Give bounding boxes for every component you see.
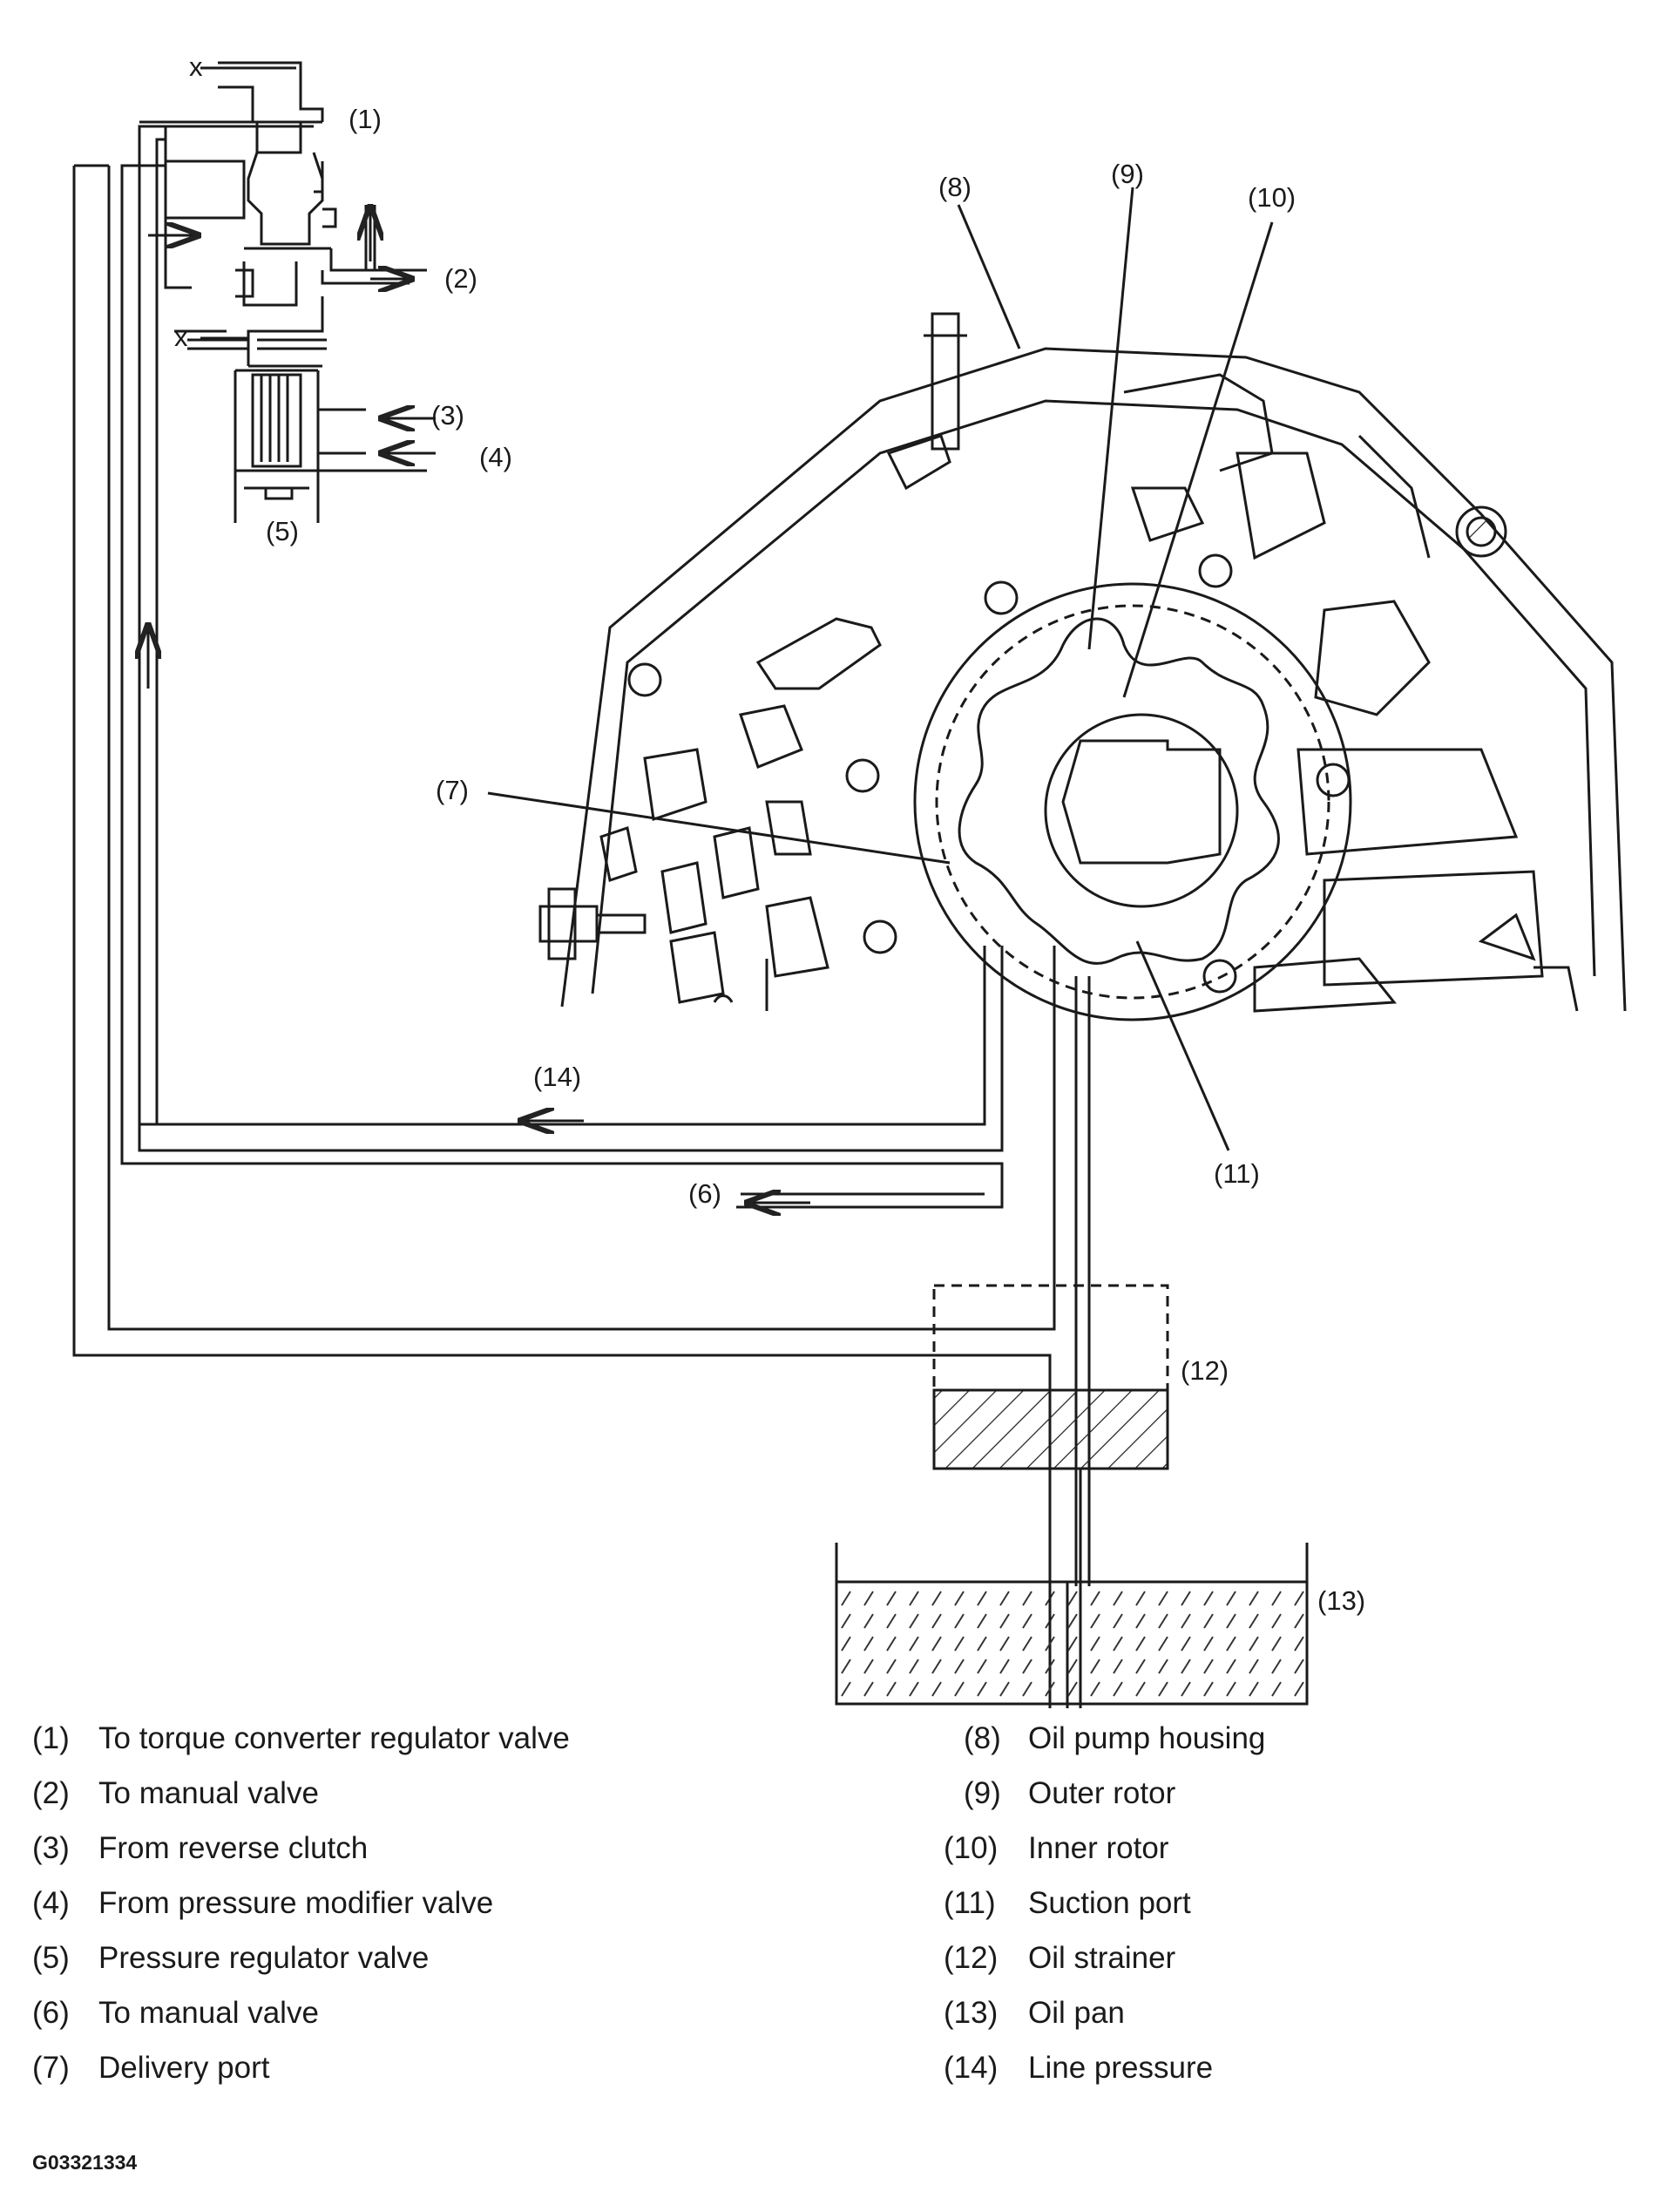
legend-num: (5) [32,1941,70,1975]
legend-text: From reverse clutch [98,1831,369,1865]
callout-2: (2) [444,263,477,294]
figure-code: G03321334 [32,2151,138,2174]
callout-9: (9) [1111,159,1144,189]
oil-pump-housing [538,312,1627,1013]
legend-num: (4) [32,1886,70,1920]
legend-text: Oil pump housing [1028,1721,1266,1755]
oil-pump-hydraulic-diagram: x x (1) (2) (3) (4) (5) (6) (7) (8) (9) … [72,51,1627,1708]
oil-strainer [932,1388,1169,1470]
callout-8: (8) [938,172,972,202]
legend-text: Line pressure [1028,2051,1214,2085]
legend-left: (1) To torque converter regulator valve … [32,1723,694,2098]
legend-text: From pressure modifier valve [98,1886,494,1920]
legend-text: Suction port [1028,1886,1191,1920]
legend-text: Oil pan [1028,1996,1125,2030]
legend-text: Oil strainer [1028,1941,1176,1975]
x-mark-top: x [189,51,203,82]
legend-text: Inner rotor [1028,1831,1169,1865]
legend-num: (7) [32,2051,70,2085]
pump-body-bore [913,582,1352,1021]
legend-num: (6) [32,1996,70,2030]
line-pressure-circuit [72,125,1091,1708]
callout-14: (14) [533,1062,581,1092]
legend-num: (10) [944,1831,999,1865]
legend-num: (3) [32,1831,70,1865]
legend-text: Pressure regulator valve [98,1941,430,1975]
callout-10: (10) [1248,182,1296,213]
pressure-regulator-valve [139,61,427,523]
legend-num: (2) [32,1776,70,1810]
callout-1: (1) [349,104,382,134]
callout-6: (6) [688,1178,721,1209]
legend-num: (14) [944,2051,999,2085]
legend-text: Delivery port [98,2051,270,2085]
callout-7: (7) [436,775,469,805]
rotor-shaft-bore [1061,739,1222,865]
inner-rotor [958,617,1280,965]
legend-num: (13) [944,1996,999,2030]
x-mark-mid: x [174,322,188,352]
legend-text: Outer rotor [1028,1776,1176,1810]
legend-text: To manual valve [98,1776,319,1810]
legend-num: (11) [944,1886,996,1920]
callout-4: (4) [479,442,512,472]
callout-11: (11) [1214,1158,1260,1189]
callout-12: (12) [1181,1355,1229,1386]
oil-level [835,1580,1309,1706]
legend-num: (12) [944,1941,999,1975]
outer-rotor [935,604,1330,1000]
legend-num: (1) [32,1721,70,1755]
callout-3: (3) [431,400,464,431]
legend-right: (8) Oil pump housing (9) Outer rotor (10… [944,1723,1379,2098]
legend-text: To manual valve [98,1996,319,2030]
callout-5: (5) [266,516,299,546]
callout-13: (13) [1317,1585,1365,1616]
legend-num: (9) [964,1776,1001,1810]
legend-num: (8) [964,1721,1001,1755]
legend-text: To torque converter regulator valve [98,1721,570,1755]
